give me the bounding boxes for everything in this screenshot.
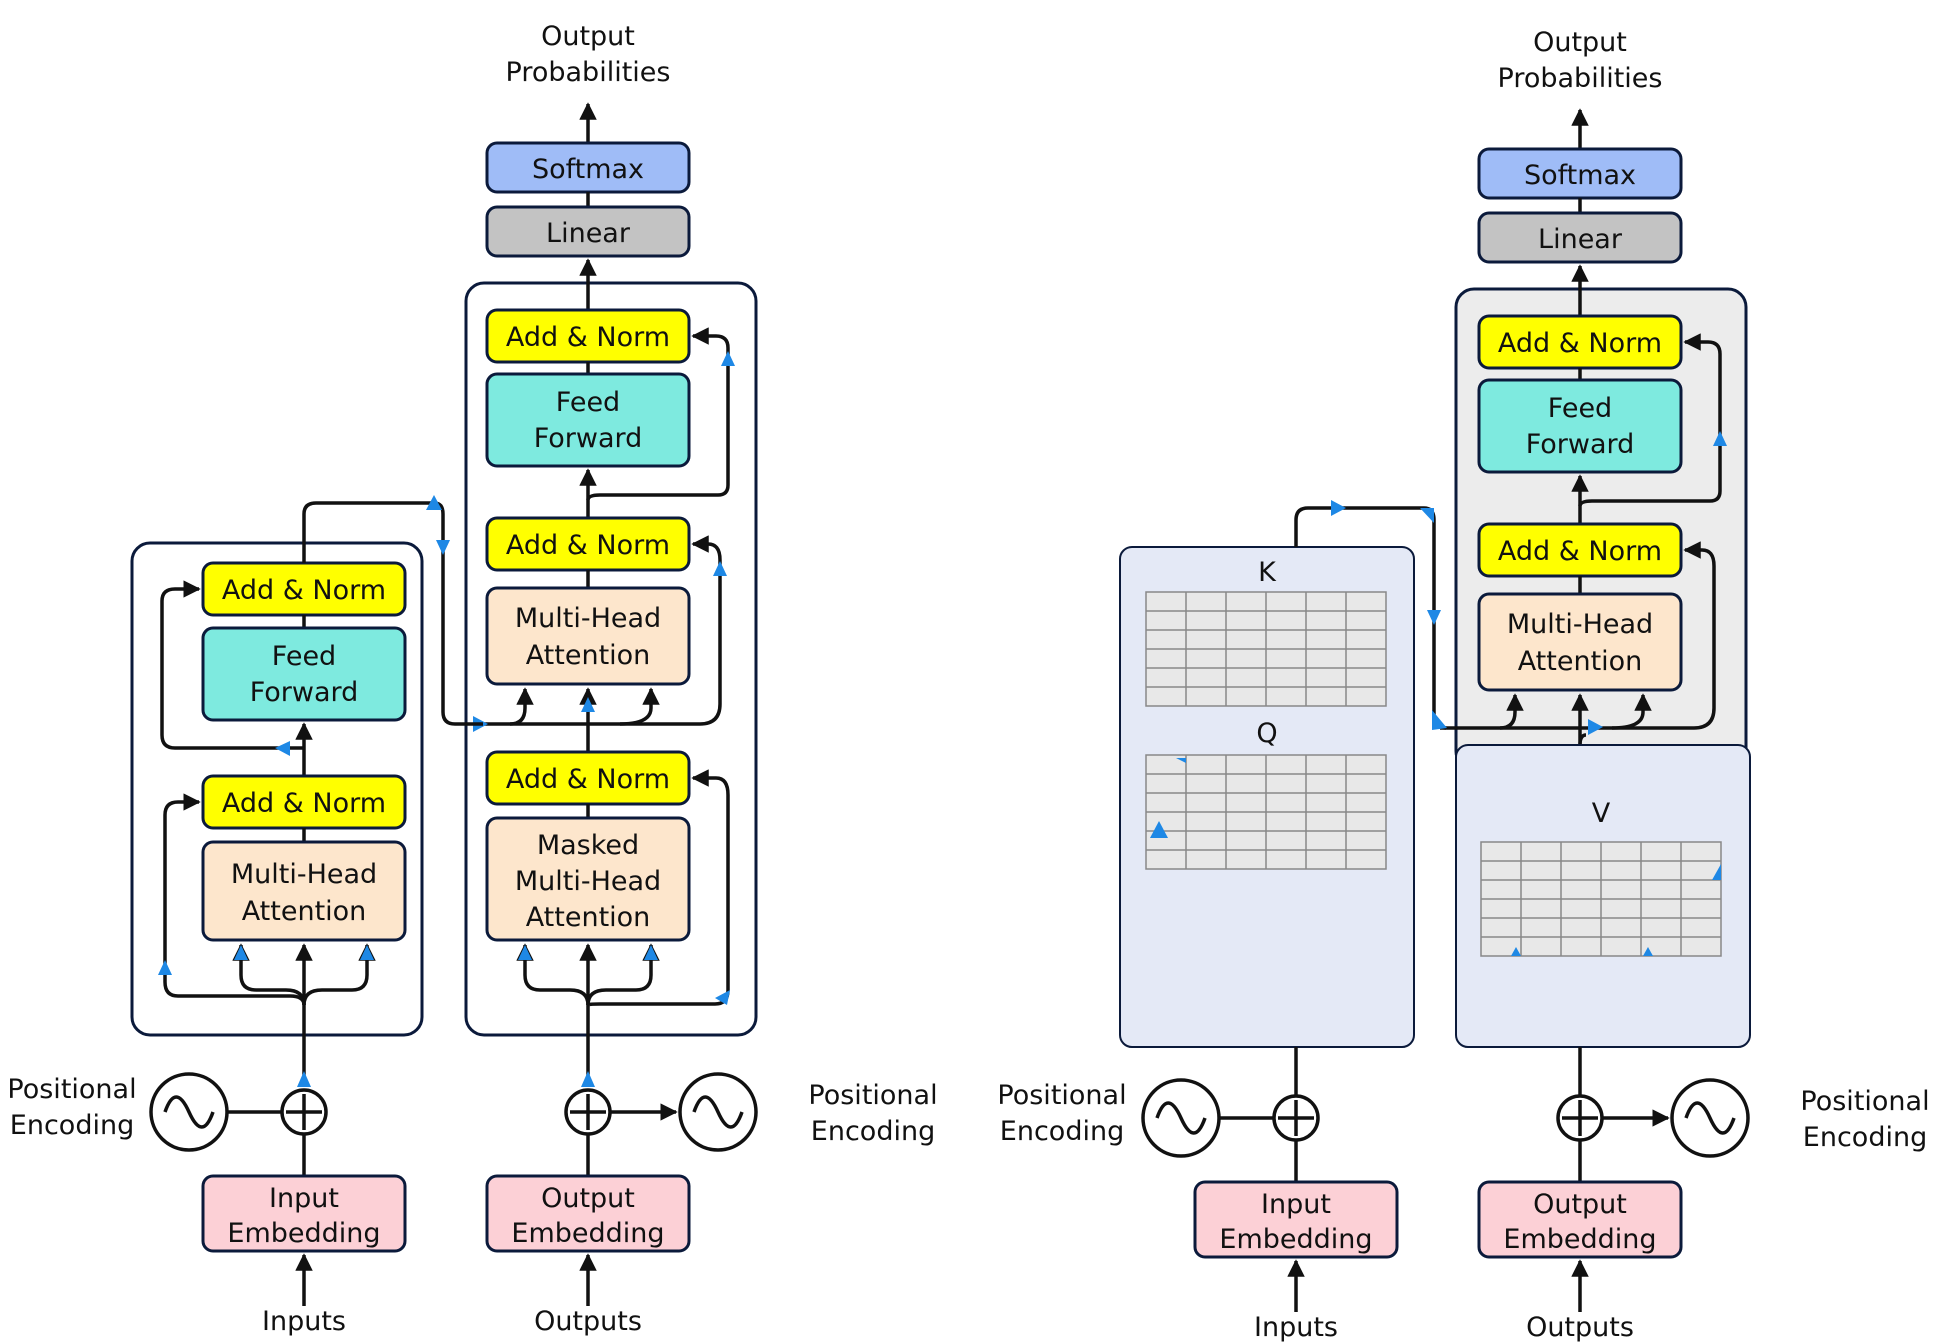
right-linear-text: Linear <box>1538 224 1623 255</box>
right-v-label: V <box>1592 798 1611 829</box>
left-input-emb-text-1: Input <box>269 1183 339 1214</box>
blue-marker <box>1588 719 1603 735</box>
right-output-emb-text-1: Output <box>1533 1189 1627 1220</box>
left-dec-addnorm-top-text: Add & Norm <box>506 322 670 353</box>
blue-marker <box>721 351 735 366</box>
left-outputs-label: Outputs <box>534 1306 642 1337</box>
blue-marker <box>1432 710 1447 730</box>
left-pos-enc-right-2: Encoding <box>811 1116 935 1147</box>
right-q-label: Q <box>1256 718 1277 749</box>
blue-marker <box>426 495 442 510</box>
right-pos-enc-right-2: Encoding <box>1803 1122 1927 1153</box>
left-enc-addnorm-bottom-text: Add & Norm <box>222 788 386 819</box>
right-ff-text-2: Forward <box>1526 429 1635 460</box>
blue-marker <box>360 945 374 960</box>
blue-marker <box>715 990 730 1005</box>
left-dec-mha-text-2: Attention <box>526 640 651 671</box>
blue-marker <box>713 561 727 576</box>
left-enc-mha-text-2: Attention <box>242 896 367 927</box>
q-matrix-grid <box>1145 754 1387 870</box>
blue-marker <box>1643 947 1653 956</box>
right-mha <box>1477 592 1683 692</box>
left-enc-ff-text-1: Feed <box>272 641 336 672</box>
blue-marker <box>518 945 532 960</box>
left-linear-box <box>485 205 691 258</box>
right-pos-enc-right-1: Positional <box>1800 1086 1929 1117</box>
right-mha-text-1: Multi-Head <box>1507 609 1653 640</box>
left-output-embedding <box>485 1174 691 1253</box>
blue-marker <box>234 945 248 960</box>
left-dec-ff <box>485 372 691 468</box>
left-input-embedding <box>201 1174 407 1253</box>
left-input-emb-text-2: Embedding <box>227 1218 380 1249</box>
right-softmax-text: Softmax <box>1524 160 1636 191</box>
left-dec-masked-text-3: Attention <box>526 902 651 933</box>
left-diagram: Output Probabilities Softmax Linear Add … <box>7 21 937 1337</box>
left-dec-mha <box>485 586 691 686</box>
left-pos-enc-left-2: Encoding <box>10 1110 134 1141</box>
left-dec-masked-text-1: Masked <box>537 830 639 861</box>
right-input-emb-text-1: Input <box>1261 1189 1331 1220</box>
right-pos-enc-left-1: Positional <box>997 1080 1126 1111</box>
right-linear-box <box>1477 211 1683 264</box>
right-addnorm-mid-text: Add & Norm <box>1498 536 1662 567</box>
left-dec-mha-text-1: Multi-Head <box>515 603 661 634</box>
left-output-label-2: Probabilities <box>506 57 671 88</box>
blue-marker <box>644 945 658 960</box>
right-mha-text-2: Attention <box>1518 646 1643 677</box>
left-enc-addnorm-top-text: Add & Norm <box>222 575 386 606</box>
left-dec-ff-text-2: Forward <box>534 423 643 454</box>
k-matrix-grid <box>1145 591 1387 707</box>
encoder-panel <box>130 541 424 1037</box>
blue-marker <box>581 1071 595 1087</box>
blue-marker <box>297 1071 311 1087</box>
right-k-label: K <box>1258 557 1277 588</box>
blue-marker <box>1176 758 1186 763</box>
right-ff-text-1: Feed <box>1548 393 1612 424</box>
decoder-panel <box>464 281 758 1037</box>
blue-marker <box>1420 508 1434 523</box>
right-outputs-label: Outputs <box>1526 1312 1634 1343</box>
right-output-embedding <box>1477 1180 1683 1259</box>
left-output-emb-text-2: Embedding <box>511 1218 664 1249</box>
left-output-emb-text-1: Output <box>541 1183 635 1214</box>
right-input-embedding <box>1193 1180 1399 1259</box>
blue-marker <box>1713 431 1727 446</box>
blue-marker <box>1712 864 1721 880</box>
left-enc-mha <box>201 840 407 942</box>
blue-marker <box>1427 610 1441 625</box>
right-pos-enc-left-2: Encoding <box>1000 1116 1124 1147</box>
left-dec-masked-mha <box>485 816 691 942</box>
blue-marker <box>1150 821 1168 838</box>
right-ff <box>1477 378 1683 474</box>
left-dec-masked-text-2: Multi-Head <box>515 866 661 897</box>
right-input-emb-text-2: Embedding <box>1219 1224 1372 1255</box>
left-linear-text: Linear <box>546 218 631 249</box>
left-enc-mha-text-1: Multi-Head <box>231 859 377 890</box>
left-enc-ff <box>201 626 407 722</box>
blue-marker <box>1331 500 1346 516</box>
left-dec-addnorm-mid-text: Add & Norm <box>506 530 670 561</box>
right-output-emb-text-2: Embedding <box>1503 1224 1656 1255</box>
blue-marker <box>158 960 172 975</box>
left-output-label-1: Output <box>541 21 635 52</box>
blue-marker <box>1511 947 1521 956</box>
right-diagram: Output Probabilities Softmax Linear Add … <box>997 27 1929 1343</box>
right-inputs-label: Inputs <box>1254 1312 1338 1343</box>
right-addnorm-top-text: Add & Norm <box>1498 328 1662 359</box>
right-output-label-2: Probabilities <box>1498 63 1663 94</box>
left-softmax-text: Softmax <box>532 154 644 185</box>
left-dec-addnorm-bottom-text: Add & Norm <box>506 764 670 795</box>
left-pos-enc-left-1: Positional <box>7 1074 136 1105</box>
left-pos-enc-right-1: Positional <box>808 1080 937 1111</box>
left-inputs-label: Inputs <box>262 1306 346 1337</box>
blue-marker <box>436 540 450 555</box>
right-output-label-1: Output <box>1533 27 1627 58</box>
v-matrix-grid <box>1480 841 1722 957</box>
left-dec-ff-text-1: Feed <box>556 387 620 418</box>
left-enc-ff-text-2: Forward <box>250 677 359 708</box>
blue-marker <box>275 741 290 756</box>
blue-marker <box>581 697 595 712</box>
